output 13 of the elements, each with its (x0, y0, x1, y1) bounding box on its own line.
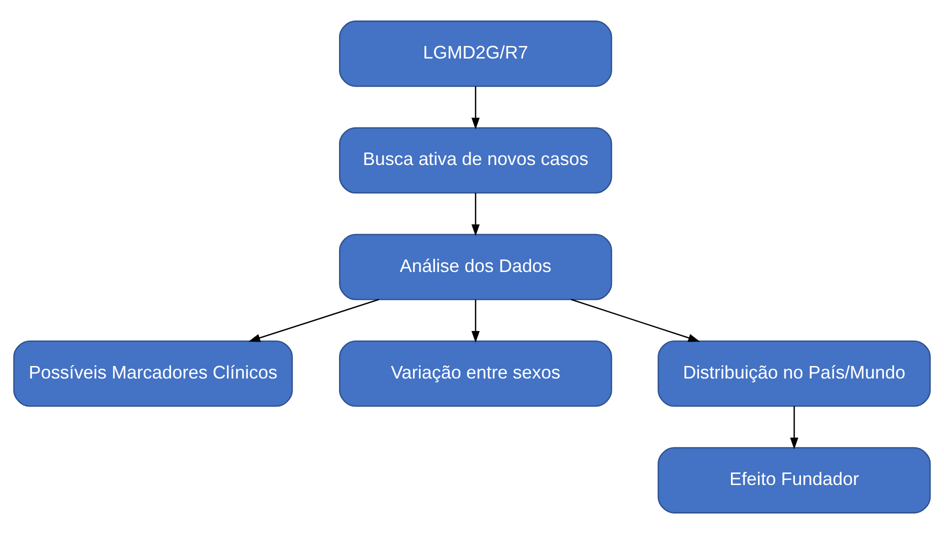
node-box: Distribuição no País/Mundo (658, 340, 931, 407)
arrow (471, 192, 480, 236)
arrow (248, 298, 379, 342)
arrow (471, 86, 480, 130)
node-box: Possíveis Marcadores Clínicos (13, 340, 293, 407)
node-box: Análise dos Dados (339, 234, 612, 300)
node-box: Variação entre sexos (339, 340, 612, 407)
arrow (471, 300, 480, 343)
node-box: Efeito Fundador (658, 447, 931, 514)
node-box: LGMD2G/R7 (339, 20, 612, 87)
node-box: Busca ativa de novos casos (339, 127, 612, 194)
arrow (790, 406, 798, 450)
arrow (570, 298, 700, 342)
